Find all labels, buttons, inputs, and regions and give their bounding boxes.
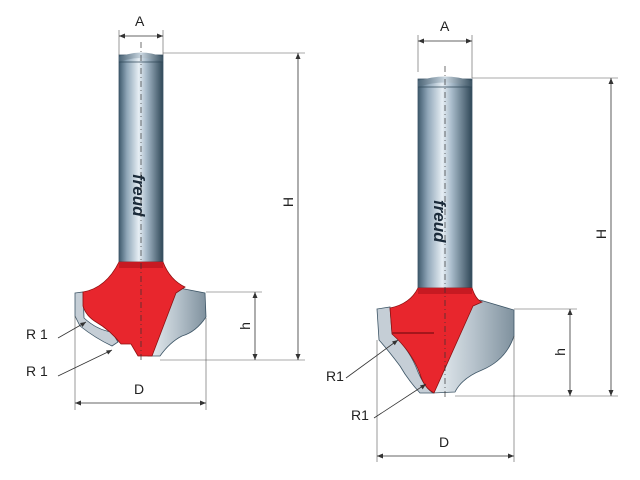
right-dim-R1: R1 R1 [326,339,427,423]
right-label-h: h [552,348,568,356]
left-dim-H: H [160,52,305,361]
right-label-R1-bottom: R1 [351,407,369,423]
right-cutter [376,287,515,394]
right-label-A: A [440,18,450,34]
right-bit: freud A H [326,18,618,462]
right-dim-h: h [514,308,577,396]
left-bit: freud A H [26,13,305,410]
right-dim-D: D [376,336,515,462]
left-label-A: A [135,13,145,29]
left-cutter [74,261,207,357]
left-dim-D: D [74,316,207,410]
right-label-H: H [593,229,609,239]
right-label-D: D [439,434,449,450]
left-label-D: D [134,381,144,397]
left-label-H: H [280,197,296,207]
left-dim-R1: R 1 R 1 [26,321,113,379]
left-brand-logo: freud [129,174,148,217]
right-dim-H: H [455,77,618,397]
right-dim-A: A [417,18,473,78]
left-dim-A: A [118,13,164,55]
left-label-R1-bottom: R 1 [26,363,48,379]
left-dim-h: h [206,291,262,360]
left-label-R1-top: R 1 [26,326,48,342]
left-label-h: h [237,322,253,330]
right-brand-logo: freud [430,200,449,243]
right-label-R1-top: R1 [326,368,344,384]
